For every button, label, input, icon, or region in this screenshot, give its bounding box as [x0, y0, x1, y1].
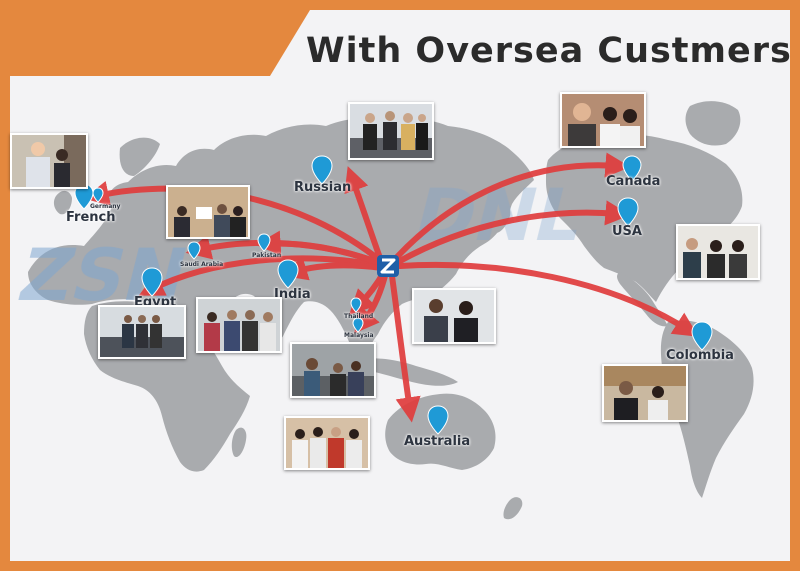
label-french: French	[66, 210, 116, 225]
title-tab	[10, 10, 310, 76]
pin-usa-icon	[617, 197, 639, 227]
photo-australia-customers	[284, 416, 370, 470]
pin-saudi-icon	[187, 241, 201, 260]
label-india: India	[274, 287, 311, 302]
pin-australia-icon	[427, 405, 449, 435]
pin-malaysia-icon	[352, 317, 364, 333]
pin-pakistan-icon	[257, 233, 271, 252]
uk-landmass	[53, 190, 72, 215]
label-pakistan: Pakistan	[252, 252, 282, 259]
pin-india-icon	[277, 259, 299, 289]
photo-india-customers	[196, 297, 282, 353]
greenland-landmass	[685, 101, 741, 146]
label-usa: USA	[612, 224, 642, 239]
madagascar-landmass	[231, 427, 247, 458]
arrow-to-colombia	[397, 261, 699, 337]
arrow-to-pakistan	[255, 230, 385, 267]
label-canada: Canada	[606, 174, 661, 189]
label-thailand: Thailand	[344, 313, 374, 320]
photo-china-visit	[412, 288, 496, 344]
scandinavia-landmass	[119, 137, 160, 176]
pin-egypt-icon	[141, 267, 163, 297]
pin-canada-icon	[622, 155, 642, 182]
new-zealand-landmass	[503, 497, 523, 520]
arrow-to-malaysia	[353, 269, 389, 334]
page-title: With Oversea Custmers	[306, 31, 792, 71]
photo-egypt-customers	[98, 305, 186, 359]
label-australia: Australia	[404, 434, 471, 449]
photo-colombia-customers	[602, 364, 688, 422]
label-malaysia: Malaysia	[344, 332, 374, 339]
arrow-to-russian	[344, 166, 383, 261]
pin-colombia-icon	[691, 321, 713, 351]
north-america-landmass	[546, 133, 743, 302]
photo-russia-customers	[348, 102, 434, 160]
arrow-to-canada	[393, 152, 631, 261]
label-germany: Germany	[90, 203, 121, 210]
arrow-to-usa	[395, 200, 631, 265]
pin-germany-icon	[92, 187, 104, 203]
photo-europe-customers	[10, 133, 88, 189]
photo-canada-customers	[560, 92, 646, 148]
label-saudi-arabia: Saudi Arabia	[180, 261, 224, 268]
pin-russian-icon	[311, 155, 333, 185]
arrow-to-australia	[389, 273, 421, 423]
label-colombia: Colombia	[666, 348, 734, 363]
arrow-to-egypt	[138, 255, 385, 296]
photo-usa-customers	[676, 224, 760, 280]
photo-southeast-asia-customers	[290, 342, 376, 398]
pin-thailand-icon	[350, 297, 362, 313]
logo-z-icon	[377, 255, 399, 277]
label-russian: Russian	[294, 180, 352, 195]
photo-middle-east-customers	[166, 185, 250, 239]
arrow-to-india	[281, 256, 385, 281]
location-pins	[74, 155, 713, 435]
